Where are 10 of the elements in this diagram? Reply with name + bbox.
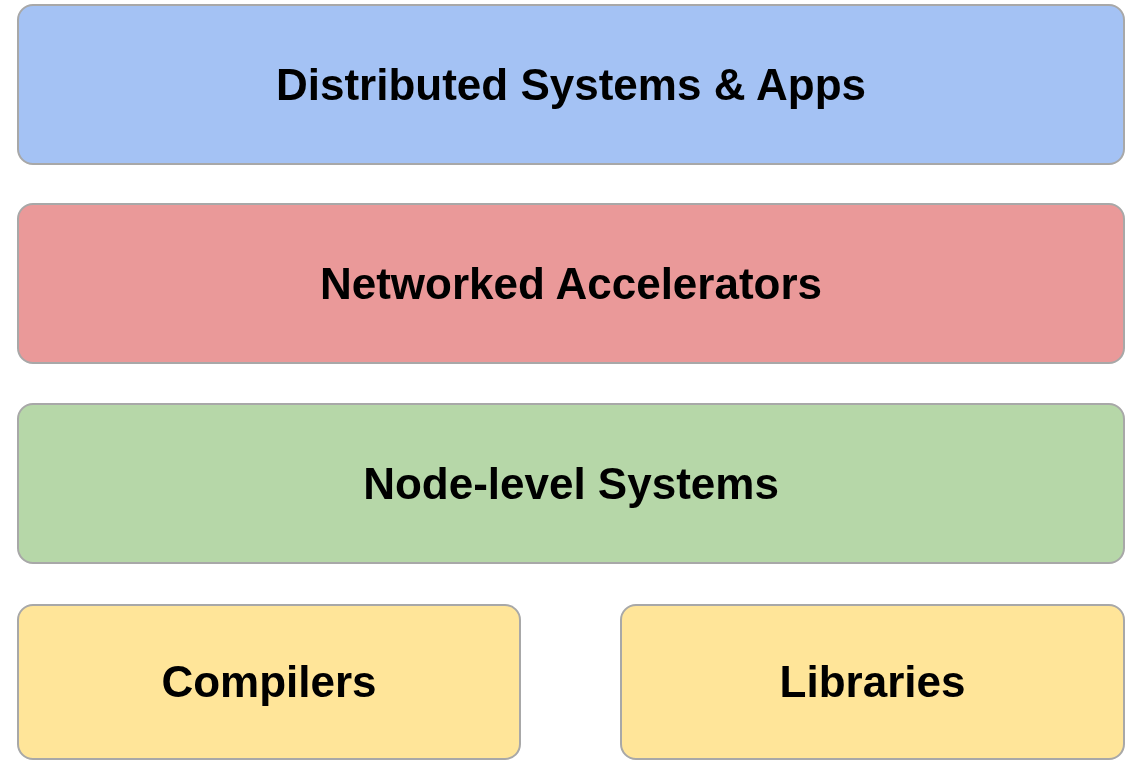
layer-label: Libraries (779, 657, 966, 707)
layer-label: Networked Accelerators (319, 258, 823, 309)
layer-box (17, 203, 1125, 364)
layer-label: Compilers (161, 657, 377, 707)
layer-label: Node-level Systems (363, 458, 779, 509)
layer-box (17, 4, 1125, 165)
layer-box (17, 403, 1125, 564)
layer-label: Distributed Systems & Apps (275, 59, 866, 110)
layer-box (17, 604, 521, 760)
layer-box (620, 604, 1125, 760)
